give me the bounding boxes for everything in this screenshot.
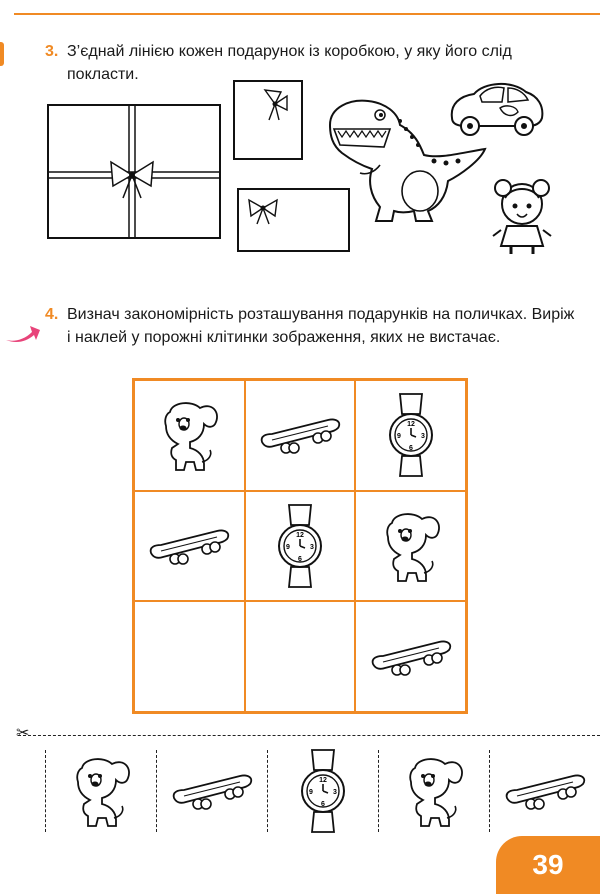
skateboard-icon [147,525,231,567]
side-tab [0,42,4,66]
skateboard-icon [369,636,453,678]
svg-text:6: 6 [298,556,302,563]
watch-icon: 12 6 9 3 [386,390,436,480]
doll-toy-icon [489,176,555,256]
toy-car-icon [446,78,546,140]
big-gift-box [47,104,221,239]
cut-out-row: 12 6 9 3 [45,749,600,833]
task-4-text: Визнач закономірність розташування подар… [67,306,575,346]
task-3: 3. З’єднай лінією кожен подарунок із кор… [45,40,565,90]
grid-cell [355,601,466,712]
svg-text:3: 3 [421,433,425,440]
cut-out-strip: ✂ 12 6 9 3 [16,726,600,833]
svg-text:9: 9 [286,544,290,551]
cutout-card[interactable] [157,750,268,832]
svg-text:9: 9 [309,789,313,796]
svg-text:12: 12 [296,532,304,539]
grid-cell: 12 6 9 3 [244,490,356,602]
dog-icon [380,509,442,583]
pattern-grid: 12 6 9 3 12 6 9 3 [132,378,468,714]
cutout-card[interactable] [379,750,490,832]
svg-text:6: 6 [321,801,325,808]
page-number: 39 [532,849,564,880]
svg-text:3: 3 [333,789,337,796]
grid-cell: 12 6 9 3 [355,380,466,491]
task-4: 4. Визнач закономірність розташування по… [45,303,575,373]
cutout-card[interactable]: 12 6 9 3 [268,749,379,833]
dog-icon [403,754,465,828]
watch-icon: 12 6 9 3 [275,501,325,591]
svg-text:9: 9 [397,433,401,440]
grid-cell [244,380,356,491]
task-3-number: 3. [45,43,59,60]
top-rule [14,13,600,15]
watch-icon: 12 6 9 3 [298,746,348,836]
skateboard-icon [170,770,254,812]
grid-cell [355,490,466,602]
task-4-number: 4. [45,306,59,323]
dog-icon [158,398,220,472]
svg-text:3: 3 [310,544,314,551]
skateboard-icon [258,414,342,456]
dinosaur-toy-icon [320,95,495,230]
grid-cell [134,380,245,491]
wide-gift-box [237,188,350,252]
scissors-icon: ✂ [16,725,30,742]
grid-cell [134,490,245,602]
dog-icon [70,754,132,828]
page-number-tab: 39 [496,836,600,894]
cutout-card[interactable] [46,750,157,832]
task-3-text: З’єднай лінією кожен подарунок із коробк… [67,43,512,83]
cutout-card[interactable] [490,750,600,832]
svg-text:12: 12 [407,421,415,428]
empty-cell[interactable] [244,601,356,712]
skateboard-icon [503,770,587,812]
svg-text:12: 12 [319,777,327,784]
tall-gift-box [233,80,303,160]
pink-arrow-icon [4,322,40,344]
empty-cell[interactable] [134,601,245,712]
svg-text:6: 6 [409,445,413,452]
